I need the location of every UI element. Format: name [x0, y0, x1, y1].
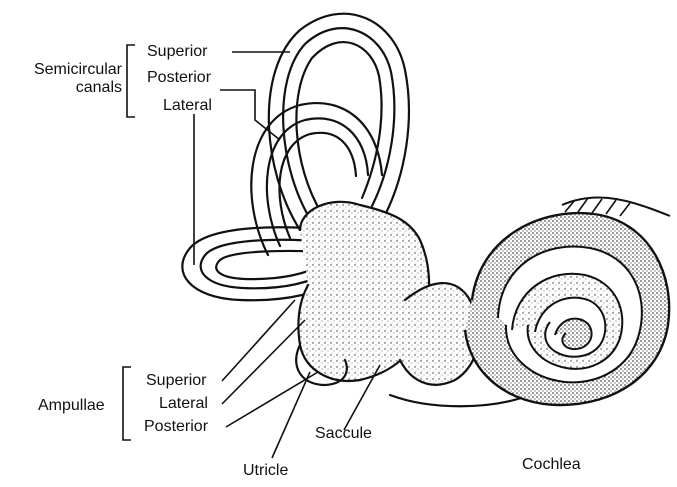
label-ampullae-group: Ampullae: [38, 397, 105, 415]
posterior-canal-leader: [220, 90, 280, 140]
label-cochlea: Cochlea: [522, 456, 581, 474]
semicircular-label-line2: canals: [10, 79, 122, 97]
semicircular-label-line1: Semicircular: [10, 61, 122, 79]
label-superior-ampulla: Superior: [146, 372, 206, 390]
label-semicircular-group: Semicircular canals: [10, 61, 122, 97]
semicircular-bracket: [127, 45, 135, 117]
label-utricle: Utricle: [243, 462, 288, 480]
label-posterior-ampulla: Posterior: [144, 418, 208, 436]
label-lateral-canal: Lateral: [163, 97, 212, 115]
label-lateral-ampulla: Lateral: [159, 395, 208, 413]
cochlear-duct-base: [390, 395, 530, 406]
lateral-ampulla-leader: [222, 320, 305, 404]
utricle-leader: [272, 372, 310, 458]
ampullae-bracket: [123, 367, 131, 440]
posterior-ampulla-leader: [226, 372, 318, 427]
label-posterior-canal: Posterior: [147, 69, 211, 87]
label-superior-canal: Superior: [147, 43, 207, 61]
cochlea-shape: [465, 198, 670, 406]
label-saccule: Saccule: [315, 425, 372, 443]
